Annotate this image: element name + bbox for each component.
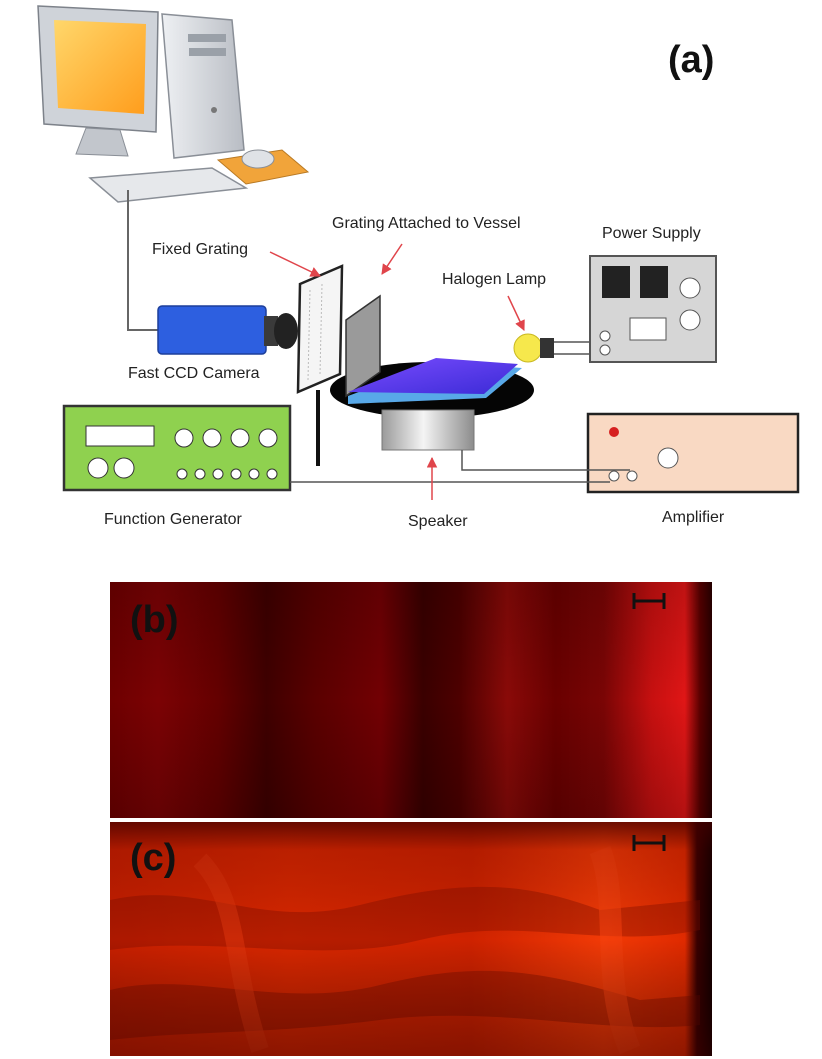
function-generator-icon [62, 404, 292, 492]
panel-label-a: (a) [668, 39, 714, 81]
setup-diagram: (a) Grating Attached to Vessel Fixed Gra… [37, 5, 800, 530]
label-fixed-grating: Fixed Grating [152, 241, 248, 258]
label-speaker: Speaker [408, 513, 468, 530]
label-power-supply: Power Supply [602, 225, 701, 242]
label-halogen-lamp: Halogen Lamp [442, 271, 546, 288]
power-supply-icon [589, 255, 717, 363]
label-function-generator: Function Generator [104, 511, 243, 528]
speaker-vessel-icon [330, 294, 534, 451]
cables [290, 450, 630, 483]
amplifier-icon [586, 412, 800, 494]
panel-label-b: (b) [130, 599, 179, 641]
halogen-lamp-icon [513, 333, 600, 363]
image-panel-b: (b) [110, 582, 712, 818]
fixed-grating-icon [296, 264, 344, 466]
panel-label-c: (c) [130, 837, 176, 879]
scale-bar-b [632, 593, 666, 609]
scale-bar-c [632, 835, 666, 851]
label-fast-ccd-camera: Fast CCD Camera [128, 365, 260, 382]
label-grating-attached-to-vessel: Grating Attached to Vessel [332, 215, 521, 232]
computer-icon [37, 5, 310, 331]
image-panel-c: (c) [110, 822, 712, 1056]
pointer-arrows [269, 243, 525, 500]
ccd-camera-icon [157, 305, 298, 355]
label-amplifier: Amplifier [662, 509, 725, 526]
